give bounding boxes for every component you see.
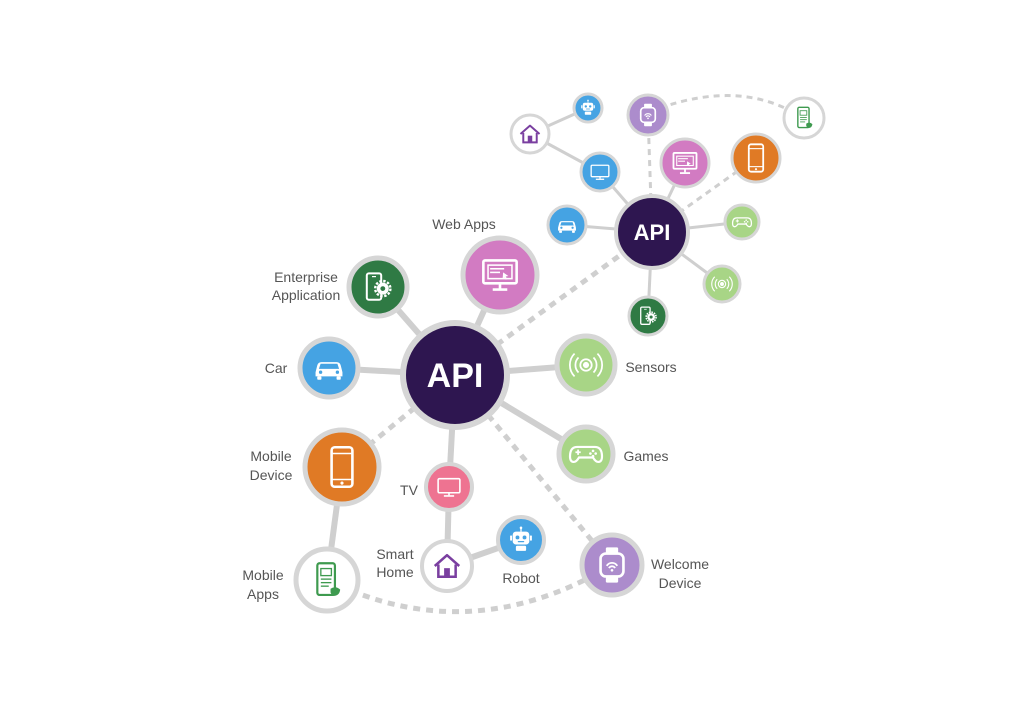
secondary-node-mobile-app <box>782 96 826 140</box>
label-mobile-device-line2: Device <box>250 467 293 483</box>
secondary-node-car <box>546 204 588 246</box>
secondary-dashed-connectors <box>646 94 799 234</box>
label-enterprise-line2: Application <box>272 287 341 303</box>
label-mobile-apps-line1: Mobile <box>242 567 283 583</box>
label-web-apps: Web Apps <box>432 216 496 232</box>
node-tv <box>424 462 474 512</box>
label-welcome-device-line1: Welcome <box>651 556 709 572</box>
label-tv: TV <box>400 482 419 498</box>
node-games <box>556 424 616 484</box>
secondary-node-robot <box>572 92 604 124</box>
node-mobile-apps <box>293 546 361 614</box>
secondary-node-sensor <box>702 264 742 304</box>
secondary-node-house <box>509 113 551 155</box>
node-robot <box>496 515 546 565</box>
secondary-node-enterprise <box>627 295 669 337</box>
label-robot: Robot <box>502 570 539 586</box>
node-sensors <box>554 333 618 397</box>
label-mobile-device-line1: Mobile <box>250 448 291 464</box>
label-smart-home-line2: Home <box>376 564 414 580</box>
label-car: Car <box>265 360 288 376</box>
secondary-node-games <box>723 203 761 241</box>
node-enterprise <box>346 255 410 319</box>
node-welcome-device <box>579 532 645 598</box>
label-welcome-device-line2: Device <box>659 575 702 591</box>
label-enterprise-line1: Enterprise <box>274 269 338 285</box>
secondary-node-monitor <box>579 151 621 193</box>
node-car <box>297 336 361 400</box>
dash-mobile-apps-welcome <box>325 562 614 615</box>
label-sensors: Sensors <box>625 359 676 375</box>
dash-s-watch <box>646 114 654 233</box>
label-smart-home-line1: Smart <box>376 546 413 562</box>
main-api-label: API <box>427 357 484 395</box>
secondary-api-label: API <box>634 220 671 245</box>
dash-s-watch-app <box>659 94 799 117</box>
secondary-node-phone <box>730 132 782 184</box>
secondary-node-webapp <box>659 137 711 189</box>
node-web-apps <box>460 235 540 315</box>
node-mobile-device <box>302 427 382 507</box>
node-smart-home <box>420 539 474 593</box>
secondary-node-watch <box>626 93 670 137</box>
main-api-hub: API <box>400 320 510 430</box>
label-games: Games <box>623 448 668 464</box>
secondary-api-hub: API <box>614 194 690 270</box>
label-mobile-apps-line2: Apps <box>247 586 279 602</box>
labels: Web Apps Enterprise Application Car Sens… <box>242 216 709 602</box>
secondary-cluster: API <box>509 92 826 337</box>
